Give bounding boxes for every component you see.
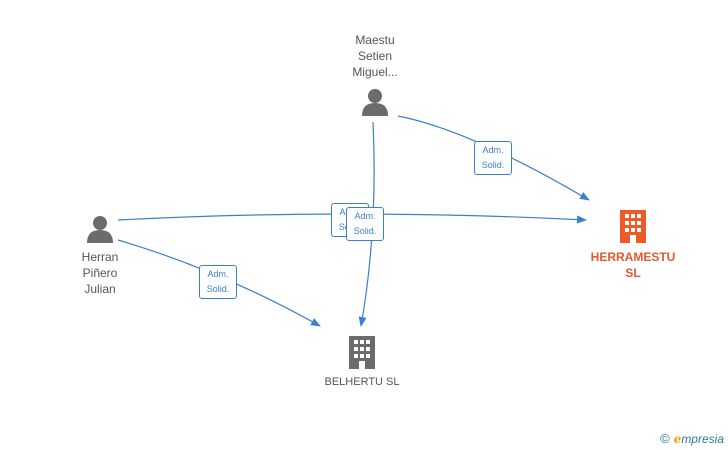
person-icon-head	[93, 216, 107, 230]
node-label-maestu[interactable]: Maestu Setien Miguel...	[335, 32, 415, 80]
node-label-line: Setien	[357, 49, 393, 63]
node-label-line: HERRAMESTU	[590, 250, 676, 264]
edge-label-line: Adm.	[207, 269, 229, 279]
brand-logo-initial: e	[673, 432, 682, 446]
building-icon[interactable]	[349, 336, 375, 369]
copyright-brand: ©empresia	[660, 431, 724, 446]
edge-label-adm-solid[interactable]: Adm. Solid.	[199, 265, 237, 299]
person-icon[interactable]	[362, 89, 388, 116]
copyright-icon: ©	[660, 431, 670, 446]
node-label-line: SL	[625, 266, 641, 280]
node-label-belhertu[interactable]: BELHERTU SL	[302, 374, 422, 390]
building-icon[interactable]	[620, 210, 646, 243]
person-icon-body	[362, 103, 388, 116]
building-icon-windows	[625, 214, 641, 243]
node-label-line: BELHERTU SL	[324, 376, 400, 388]
edge-label-adm-solid[interactable]: Adm. Solid.	[346, 207, 384, 241]
edge-label-adm-solid[interactable]: Adm. Solid.	[474, 141, 512, 175]
person-icon[interactable]	[87, 216, 113, 243]
edge-label-line: Adm.	[482, 145, 504, 155]
node-label-herramestu[interactable]: HERRAMESTU SL	[578, 249, 688, 281]
person-icon-body	[87, 230, 113, 243]
node-label-line: Miguel...	[352, 65, 398, 79]
node-label-line: Maestu	[355, 33, 395, 47]
edge-label-line: Solid.	[206, 284, 230, 294]
node-label-line: Julian	[84, 282, 116, 296]
node-label-line: Piñero	[82, 266, 118, 280]
person-icon-head	[368, 89, 382, 103]
node-label-line: Herran	[81, 250, 119, 264]
building-icon-windows	[354, 340, 370, 369]
edge-label-line: Adm.	[354, 211, 376, 221]
edge-label-line: Solid.	[481, 160, 505, 170]
brand-name: mpresia	[681, 432, 724, 446]
edge-label-line: Solid.	[353, 226, 377, 236]
node-label-herran[interactable]: Herran Piñero Julian	[60, 249, 140, 297]
